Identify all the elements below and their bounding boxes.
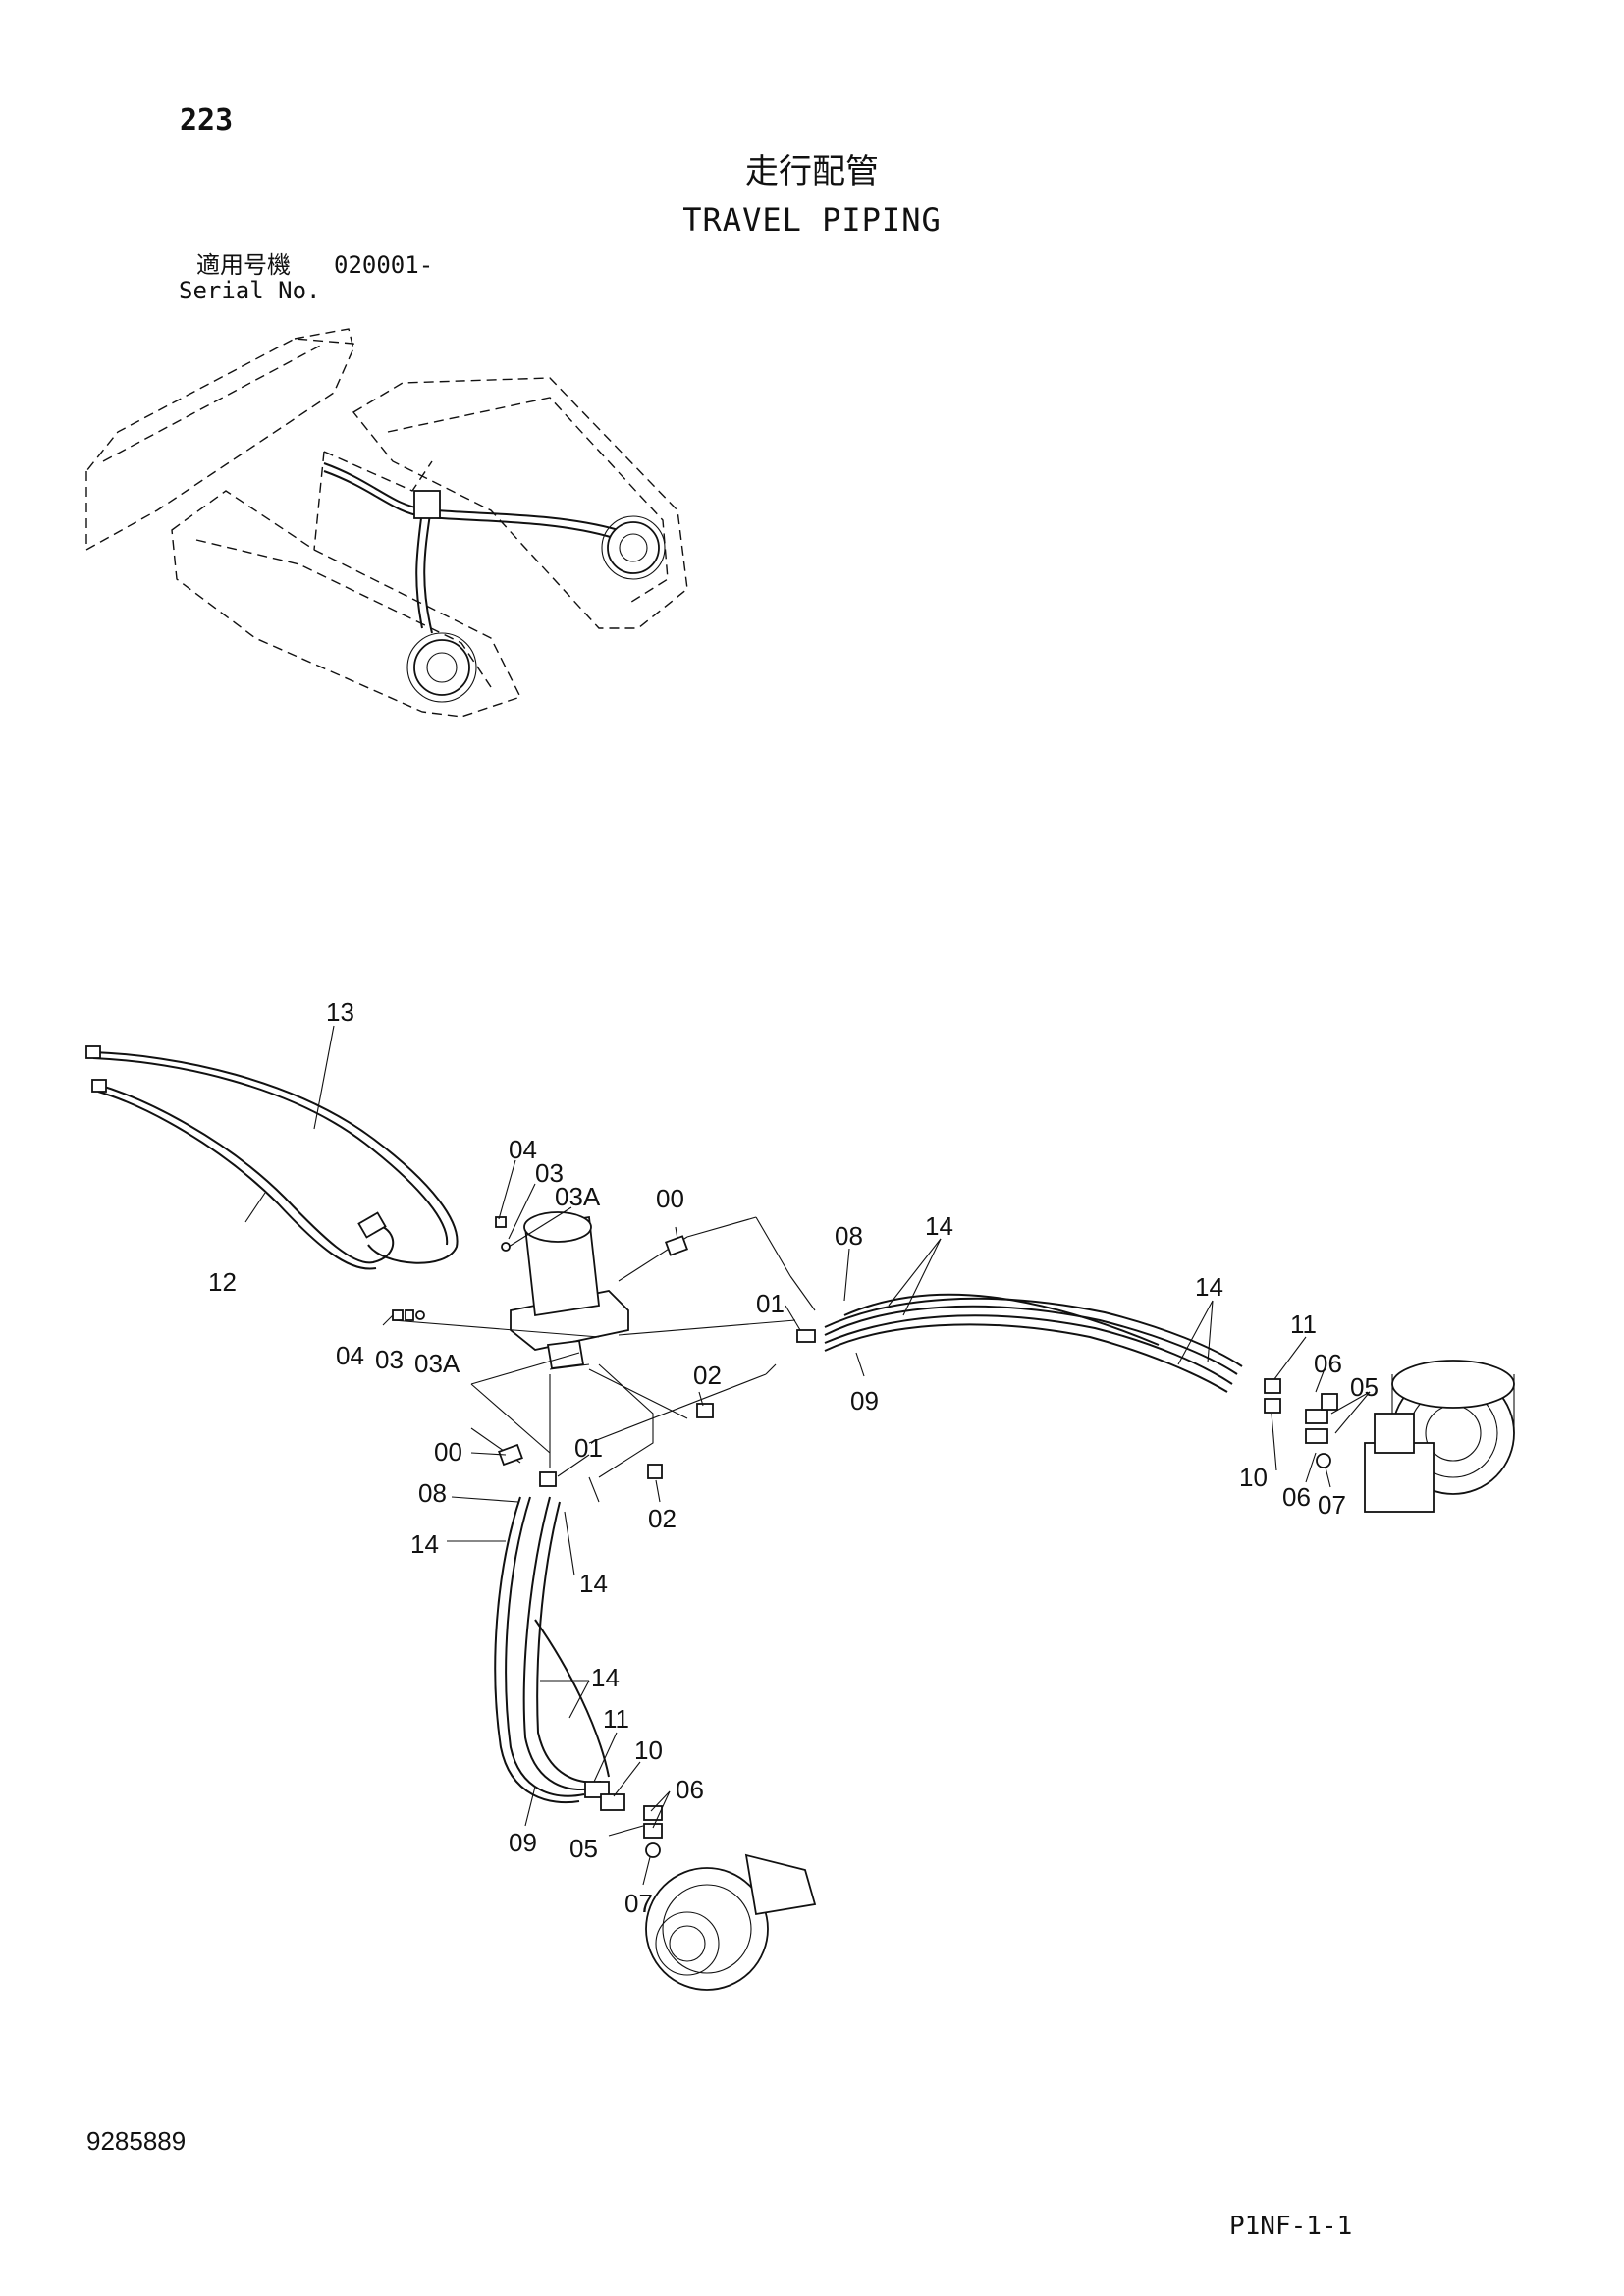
title-english: TRAVEL PIPING [682, 201, 942, 239]
callout-10: 10 [1239, 1463, 1268, 1492]
callout-12: 12 [208, 1267, 237, 1297]
callout-14: 14 [579, 1569, 608, 1598]
callout-04: 04 [509, 1135, 537, 1164]
page-number: 223 [180, 103, 234, 137]
callout-14: 14 [1195, 1272, 1223, 1302]
callout-07: 07 [624, 1889, 653, 1918]
serial-label-japanese: 適用号機 [196, 251, 291, 279]
callout-11: 11 [1290, 1309, 1317, 1339]
title-japanese: 走行配管 [745, 152, 879, 191]
callout-03A: 03A [414, 1349, 460, 1378]
callout-03A: 03A [555, 1182, 601, 1211]
overview-undercarriage-illustration [85, 328, 688, 718]
page-code: P1NF-1-1 [1229, 2212, 1353, 2241]
callout-13: 13 [326, 997, 354, 1027]
callout-06: 06 [676, 1775, 704, 1804]
travel-piping-exploded-view: 13 12 04 03 03A 00 04 03 03A 08 14 01 09… [85, 997, 1515, 1991]
callout-14: 14 [410, 1529, 439, 1559]
callout-08: 08 [418, 1478, 447, 1508]
callout-01: 01 [574, 1433, 603, 1463]
serial-label-english: Serial No. [179, 277, 321, 304]
callout-01: 01 [756, 1289, 785, 1318]
callout-00: 00 [434, 1437, 462, 1467]
callout-02: 02 [648, 1504, 677, 1533]
right-travel-motor [1364, 1360, 1515, 1513]
callout-14: 14 [925, 1211, 953, 1241]
center-joint [510, 1211, 629, 1370]
serial-number-value: 020001- [334, 251, 434, 279]
hose-13 [92, 1051, 459, 1264]
callout-03: 03 [535, 1158, 564, 1188]
callout-04: 04 [336, 1341, 364, 1370]
callout-00: 00 [656, 1184, 684, 1213]
left-travel-motor [645, 1853, 817, 1991]
callout-06: 06 [1314, 1349, 1342, 1378]
hose-12 [97, 1084, 395, 1264]
callout-06: 06 [1282, 1482, 1311, 1512]
callout-10: 10 [634, 1735, 663, 1765]
callout-09: 09 [850, 1386, 879, 1415]
callout-07: 07 [1318, 1490, 1346, 1520]
callout-11: 11 [603, 1704, 629, 1734]
callout-08: 08 [835, 1221, 863, 1251]
callout-05: 05 [1350, 1372, 1379, 1402]
callout-09: 09 [509, 1828, 537, 1857]
drawing-number: 9285889 [86, 2126, 187, 2156]
callout-03: 03 [375, 1345, 404, 1374]
callout-05: 05 [569, 1834, 598, 1863]
callout-14: 14 [591, 1663, 620, 1692]
callout-02: 02 [693, 1361, 722, 1390]
